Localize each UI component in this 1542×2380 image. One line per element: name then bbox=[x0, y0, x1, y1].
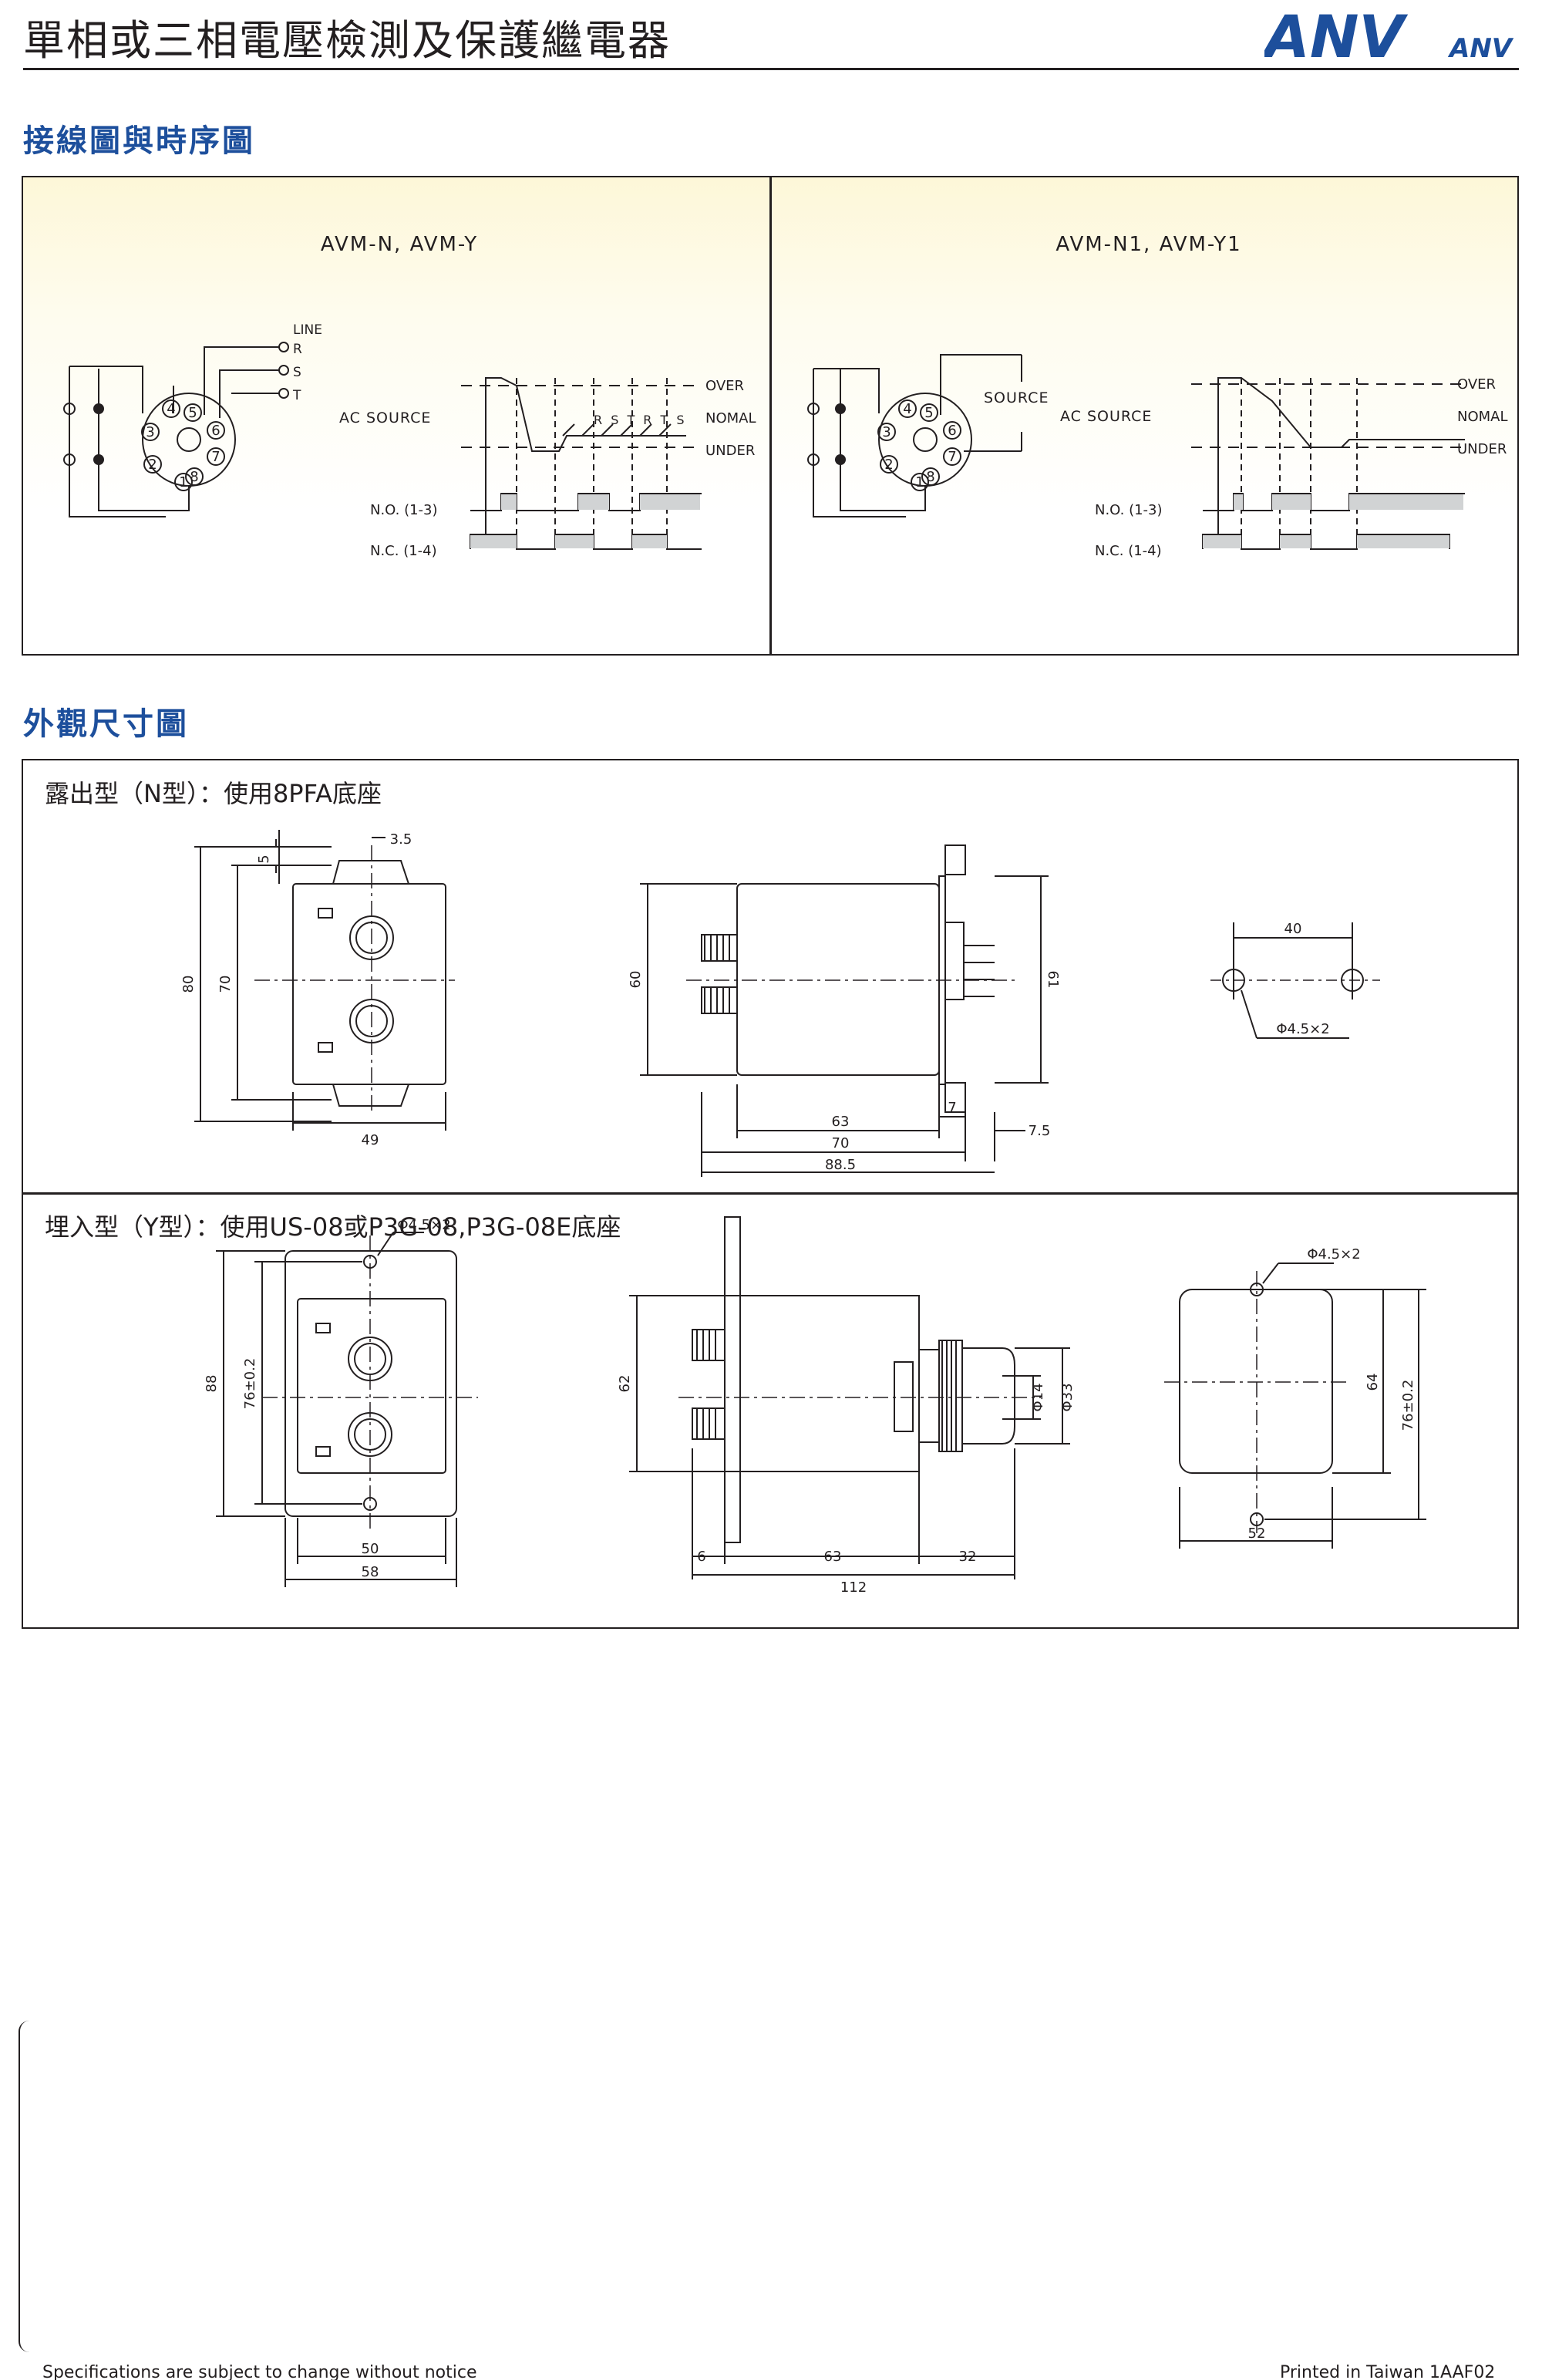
nc-left: N.C. (1-4) bbox=[370, 543, 437, 559]
model-right: AVM-N1, AVM-Y1 bbox=[1055, 233, 1241, 256]
pin-1: 1 bbox=[915, 474, 924, 490]
dim-40: 40 bbox=[1284, 921, 1302, 937]
ac-source-right: AC SOURCE bbox=[1060, 408, 1152, 425]
no-left: N.O. (1-3) bbox=[370, 502, 438, 518]
dim-phi-14: Φ14 bbox=[1030, 1383, 1046, 1411]
dim-3-5: 3.5 bbox=[390, 831, 412, 848]
wiring-diagram-right: AVM-N1, AVM-Y1 1 2 3 4 bbox=[807, 233, 1508, 559]
pin-6: 6 bbox=[211, 423, 220, 439]
under-left: UNDER bbox=[705, 443, 755, 459]
n-type-drawings: 3.5 5 80 70 49 60 61 63 7 7.5 70 88.5 40… bbox=[180, 830, 1380, 1177]
footer-notice: Specifications are subject to change wit… bbox=[42, 2363, 477, 2380]
logo-main: ANV bbox=[1264, 5, 1408, 66]
pin-2: 2 bbox=[884, 457, 893, 473]
pin-7: 7 bbox=[211, 449, 220, 465]
rst-label: R S T R T S bbox=[594, 413, 687, 427]
pin-3: 3 bbox=[146, 424, 154, 440]
dim-88-5: 88.5 bbox=[825, 1157, 856, 1173]
dim-6: 6 bbox=[697, 1549, 705, 1565]
wiring-panel: AVM-N, AVM-Y 1 bbox=[22, 176, 1519, 656]
y-type-title: 埋入型（Y型）：使用US-08或P3G-08,P3G-08E底座 bbox=[45, 1212, 621, 1242]
dim-88: 88 bbox=[204, 1375, 220, 1393]
y-cutout-hole: Φ4.5×2 bbox=[1307, 1246, 1360, 1262]
pin-7: 7 bbox=[948, 449, 956, 465]
dim-50: 50 bbox=[362, 1541, 379, 1557]
pin-4: 4 bbox=[167, 401, 175, 417]
phase-r: R bbox=[293, 342, 302, 357]
model-left: AVM-N, AVM-Y bbox=[321, 233, 478, 256]
dim-112: 112 bbox=[840, 1579, 867, 1596]
over-left: OVER bbox=[705, 378, 744, 394]
wiring-diagram-left: AVM-N, AVM-Y 1 bbox=[63, 233, 756, 559]
dim-63-y: 63 bbox=[824, 1549, 842, 1565]
dim-62: 62 bbox=[617, 1375, 633, 1393]
pin-5: 5 bbox=[924, 405, 933, 421]
dim-70-side: 70 bbox=[832, 1135, 850, 1151]
page-bracket bbox=[19, 2021, 34, 2352]
nomal-right: NOMAL bbox=[1457, 409, 1508, 425]
no-right: N.O. (1-3) bbox=[1095, 502, 1163, 518]
dim-80: 80 bbox=[180, 976, 197, 993]
pin-1: 1 bbox=[179, 474, 187, 490]
wiring-divider bbox=[769, 177, 772, 654]
pin-3: 3 bbox=[882, 424, 891, 440]
n-type-title: 露出型（N型）：使用8PFA底座 bbox=[45, 779, 382, 808]
pin-6: 6 bbox=[948, 423, 956, 439]
phase-s: S bbox=[293, 365, 301, 380]
page-title: 單相或三相電壓檢測及保護繼電器 bbox=[23, 16, 671, 65]
pin-2: 2 bbox=[148, 457, 157, 473]
dim-76-cutout: 76±0.2 bbox=[1400, 1380, 1416, 1431]
dim-7: 7 bbox=[948, 1100, 956, 1116]
footer-print-code: Printed in Taiwan 1AAF02 bbox=[1280, 2363, 1496, 2380]
dim-7-5: 7.5 bbox=[1029, 1123, 1051, 1139]
over-right: OVER bbox=[1457, 376, 1496, 393]
dim-60: 60 bbox=[628, 971, 644, 989]
dim-63: 63 bbox=[832, 1114, 850, 1130]
mount-hole: Φ4.5×2 bbox=[1276, 1021, 1329, 1037]
title-rule bbox=[23, 68, 1519, 70]
dim-70: 70 bbox=[217, 976, 234, 993]
line-label: LINE bbox=[293, 322, 322, 338]
dim-5: 5 bbox=[256, 855, 272, 863]
anv-logo: ANV ANV bbox=[1264, 5, 1514, 66]
pin-8: 8 bbox=[926, 469, 934, 485]
dim-76-front: 76±0.2 bbox=[242, 1358, 258, 1410]
dim-61: 61 bbox=[1045, 971, 1061, 989]
phase-t: T bbox=[292, 388, 301, 403]
nomal-left: NOMAL bbox=[705, 410, 756, 426]
ac-source-left: AC SOURCE bbox=[339, 410, 431, 426]
logo-sub: ANV bbox=[1447, 33, 1514, 64]
dimension-divider bbox=[23, 1192, 1517, 1195]
dim-64: 64 bbox=[1365, 1374, 1381, 1391]
pin-5: 5 bbox=[188, 405, 197, 421]
dim-49: 49 bbox=[362, 1132, 379, 1148]
under-right: UNDER bbox=[1457, 441, 1507, 457]
y-front-hole: Φ4.5×2 bbox=[397, 1217, 450, 1233]
source-label: SOURCE bbox=[984, 389, 1049, 406]
pin-8: 8 bbox=[190, 469, 198, 485]
dim-52: 52 bbox=[1248, 1525, 1266, 1542]
dim-32: 32 bbox=[959, 1549, 977, 1565]
y-type-drawings: Φ4.5×2 88 76±0.2 50 58 62 Φ14 Φ33 6 63 3… bbox=[204, 1216, 1426, 1596]
dimension-panel: 露出型（N型）：使用8PFA底座 埋入型（Y型）：使用US-08或P3G-08,… bbox=[22, 759, 1519, 1629]
pin-4: 4 bbox=[903, 401, 911, 417]
dim-58: 58 bbox=[362, 1564, 379, 1580]
dim-phi-33: Φ33 bbox=[1059, 1383, 1076, 1411]
wiring-heading: 接線圖與時序圖 bbox=[23, 123, 255, 159]
nc-right: N.C. (1-4) bbox=[1095, 543, 1162, 559]
dimension-heading: 外觀尺寸圖 bbox=[23, 706, 189, 742]
